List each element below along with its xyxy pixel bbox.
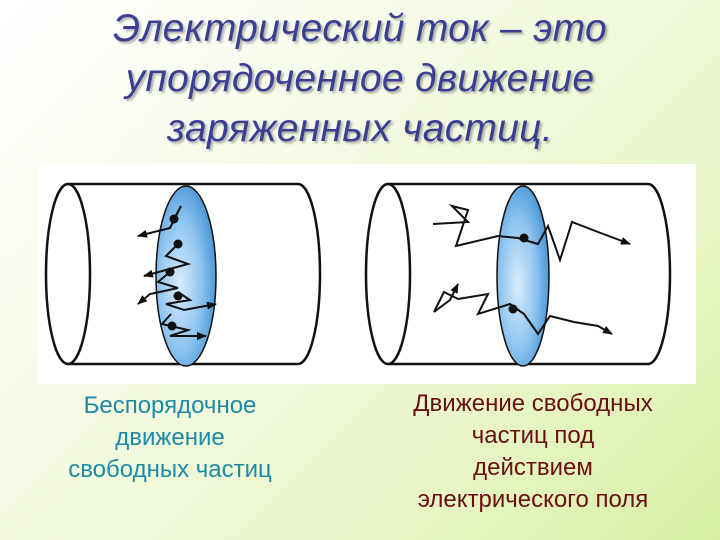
right-directed-paths xyxy=(432,204,631,336)
right-tube-opening xyxy=(364,182,412,366)
caption-left-line-2: движение xyxy=(115,424,225,451)
right-conductor xyxy=(364,182,672,367)
title-line-1: Электрический ток – это xyxy=(113,7,607,50)
conductor-diagram xyxy=(38,164,696,384)
right-particles xyxy=(508,233,529,314)
slide-title: Электрический ток – это упорядоченное дв… xyxy=(0,4,720,154)
right-cross-section xyxy=(496,185,550,367)
conductor-diagram-svg xyxy=(44,182,672,367)
caption-left-line-3: свободных частиц xyxy=(68,456,272,483)
title-line-2: упорядоченное движение xyxy=(125,57,595,100)
caption-right-line-4: электрического поля xyxy=(417,486,649,513)
caption-right-line-2: частиц под xyxy=(471,422,595,449)
caption-left-line-1: Беспорядочное xyxy=(83,392,257,419)
left-tube-end xyxy=(297,182,322,366)
caption-right-line-1: Движение свободных xyxy=(413,390,653,417)
left-particles xyxy=(165,214,183,331)
left-cross-section xyxy=(155,185,217,367)
right-tube-end xyxy=(647,182,672,366)
caption-field-motion: Движение свободных частиц под действием … xyxy=(368,388,698,516)
caption-right-line-3: действием xyxy=(473,454,593,481)
left-tube-opening xyxy=(44,182,92,366)
left-conductor xyxy=(44,182,322,367)
title-line-3: заряженных частиц. xyxy=(166,107,554,150)
caption-random-motion: Беспорядочное движение свободных частиц xyxy=(30,390,310,486)
